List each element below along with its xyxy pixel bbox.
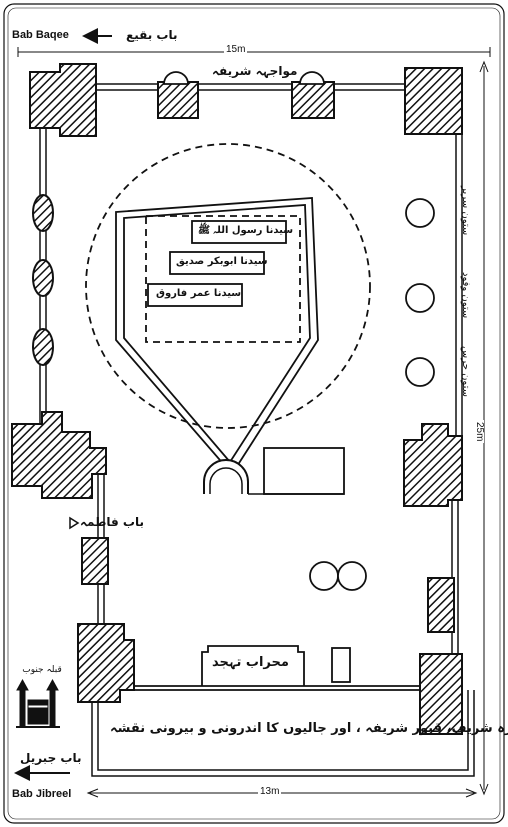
gate-arrows (14, 28, 112, 781)
qibla-label: قبلہ جنوب (22, 665, 62, 675)
hujra-enclosure (115, 197, 319, 476)
bab-fatima-label: باب فاطمہ (80, 515, 144, 529)
dimension-bottom-label: 13m (258, 786, 282, 797)
left-wall-ovals (32, 194, 54, 366)
tomb-box-umar (147, 283, 243, 307)
pillar-top-mid-left (157, 81, 199, 119)
outer-frame (3, 3, 505, 824)
mihrab-tahajjud (134, 645, 420, 691)
pillar-2-label: ستون وفود (460, 272, 471, 319)
bab-baqee-label: Bab Baqee (12, 29, 69, 41)
lower-columns (309, 561, 367, 591)
mihrab-tahajjud-label: محراب تہجد (212, 655, 289, 670)
side-room (263, 447, 345, 495)
dimension-top-label: 15m (224, 44, 248, 55)
caption-label: حجرہ شریف، قبور شریفہ ، اور جالیوں کا ان… (110, 721, 508, 736)
pillar-3-label: ستون حرس (460, 346, 471, 397)
kaaba-icon (16, 678, 60, 728)
muwajaha-sharifa-label: مواجہہ شریفہ (212, 64, 298, 78)
dimension-right-label: 25m (474, 420, 485, 444)
bab-fatima-marker (69, 516, 80, 530)
tomb-abu-bakr-label: سیدنا ابوبکر صدیق (176, 256, 268, 267)
pillar-1-label: ستون سریر (460, 186, 471, 236)
graves-area (145, 215, 301, 343)
dimension-top (17, 47, 491, 57)
small-pillar-bottom (331, 647, 351, 683)
tomb-box-prophet (191, 220, 287, 244)
tomb-prophet-label: سیدنا رسول اللہ ﷺ (198, 225, 294, 236)
right-columns (405, 198, 435, 387)
dome-outline (85, 143, 371, 429)
dimension-bottom (86, 788, 478, 798)
pillar-left-small (81, 537, 109, 585)
top-wall-arches (163, 71, 325, 85)
pillar-left-mid (11, 411, 107, 499)
pillar-right-mid (403, 423, 463, 507)
tomb-boxes (147, 220, 287, 307)
bab-jibreel-label: Bab Jibreel (12, 788, 72, 800)
pillar-bottom-right (419, 653, 463, 735)
pillar-top-left (29, 63, 97, 137)
tomb-box-abu-bakr (169, 251, 265, 275)
pillar-bottom-left (77, 623, 135, 703)
hatched-pillars (11, 63, 463, 735)
bab-jibreel-urdu: باب جبریل (20, 751, 82, 765)
pillar-top-right (404, 67, 463, 135)
dimension-right (479, 60, 489, 796)
tomb-umar-label: سیدنا عمر فاروق (156, 288, 242, 299)
enclosure-arch (203, 459, 249, 494)
pillar-right-small (427, 577, 455, 633)
pillar-top-mid-right (291, 81, 335, 119)
bab-baqee-urdu: باب بقیع (126, 28, 178, 42)
inner-frame (7, 7, 501, 820)
